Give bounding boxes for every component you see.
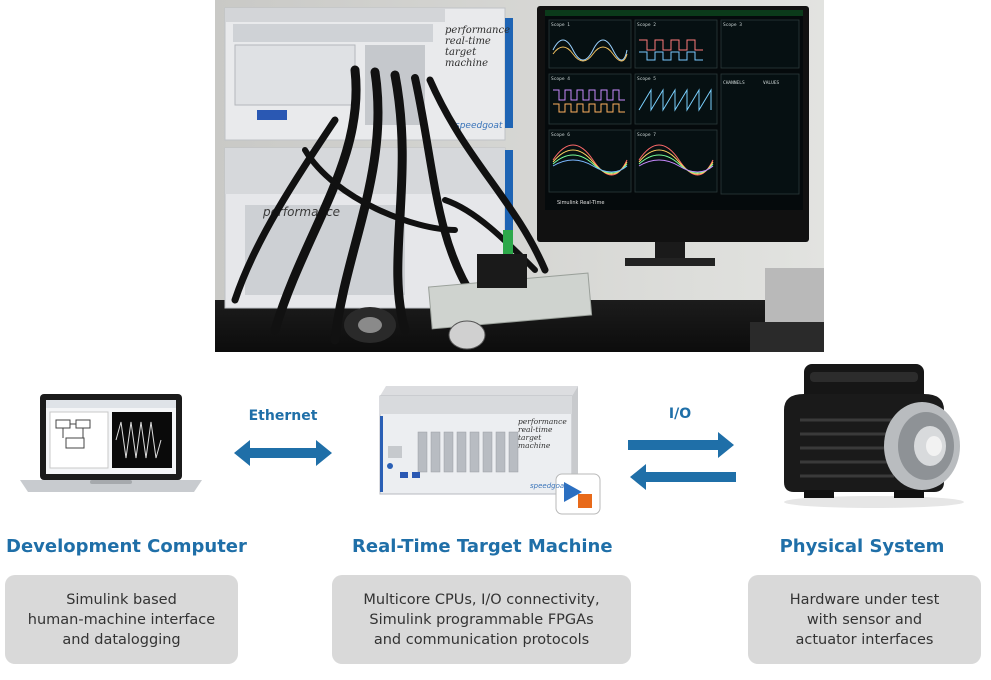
monitor: Scope 1 Scope 2 Scope 3 Scope 4 Scope 5 … xyxy=(537,6,809,266)
rack-label-line-1: performance xyxy=(445,25,510,36)
bidirectional-arrow-icon xyxy=(234,440,332,466)
rack-upper xyxy=(224,7,513,141)
machine-label-line-4: machine xyxy=(518,441,551,450)
rack-label-line-3: target xyxy=(445,47,477,58)
rack-label-line-4: machine xyxy=(445,58,488,69)
io-label: I/O xyxy=(668,406,692,422)
description-line: Multicore CPUs, I/O connectivity, xyxy=(363,591,600,608)
description-development-computer: Simulink based human-machine interface a… xyxy=(5,575,238,664)
description-line: actuator interfaces xyxy=(795,631,934,648)
description-line: Simulink based xyxy=(66,591,177,608)
description-line: Simulink programmable FPGAs xyxy=(369,611,594,628)
machine-label-line-1: performance xyxy=(518,417,567,426)
description-line: with sensor and xyxy=(806,611,923,628)
scope-label-1: Scope 1 xyxy=(551,22,570,28)
title-physical-system: Physical System xyxy=(779,536,945,557)
hardware-photo: performance real-time target machine spe… xyxy=(215,0,824,352)
io-arrows-icon xyxy=(628,432,736,490)
scope-label-7: Scope 7 xyxy=(637,132,656,138)
table-header-values: VALUES xyxy=(763,80,780,86)
scope-label-3: Scope 3 xyxy=(723,22,742,28)
machine-label-line-3: target xyxy=(518,433,542,442)
rack-brand: speedgoat xyxy=(455,121,503,131)
title-development-computer: Development Computer xyxy=(6,536,247,557)
monitor-bottom-text: Simulink Real-Time xyxy=(557,200,604,206)
description-line: and datalogging xyxy=(62,631,181,648)
target-machine-icon xyxy=(379,386,601,515)
scope-label-4: Scope 4 xyxy=(551,76,570,82)
machine-label-line-2: real-time xyxy=(518,425,553,434)
description-line: human-machine interface xyxy=(27,611,216,628)
rack-lower xyxy=(224,147,513,309)
table-header-channels: CHANNELS xyxy=(723,80,745,86)
rack-label-line-2: real-time xyxy=(445,36,491,47)
laptop-icon xyxy=(20,394,202,492)
motor-icon xyxy=(784,364,964,508)
scope-label-5: Scope 5 xyxy=(637,76,656,82)
machine-brand: speedgoat xyxy=(530,482,567,490)
description-real-time-target-machine: Multicore CPUs, I/O connectivity, Simuli… xyxy=(332,575,631,664)
title-real-time-target-machine: Real-Time Target Machine xyxy=(352,536,613,557)
description-physical-system: Hardware under test with sensor and actu… xyxy=(748,575,981,664)
scope-label-2: Scope 2 xyxy=(637,22,656,28)
scope-label-6: Scope 6 xyxy=(551,132,570,138)
ethernet-label: Ethernet xyxy=(248,408,318,424)
description-line: Hardware under test xyxy=(789,591,940,608)
description-line: and communication protocols xyxy=(373,631,590,648)
